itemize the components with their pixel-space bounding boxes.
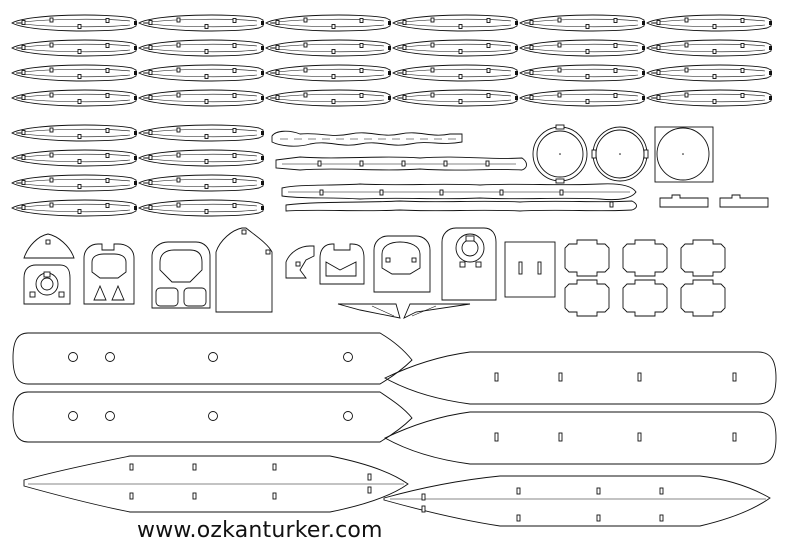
bracket-grid [564, 239, 726, 317]
frame-part-c [151, 241, 211, 309]
rib-grid [11, 14, 773, 107]
small-rib-part-3-2 [138, 174, 265, 192]
square-plate-part [504, 241, 556, 298]
bracket-part-2-1 [564, 279, 610, 317]
rib-part-1-1 [11, 14, 138, 32]
rib-part-4-6 [646, 89, 773, 107]
bracket-part-1-3 [680, 239, 726, 277]
rib-part-3-2 [138, 64, 265, 82]
bracket-part-2-2 [622, 279, 668, 317]
frame-cap-part [23, 233, 75, 259]
rib-part-3-3 [265, 64, 392, 82]
rib-part-4-4 [392, 89, 519, 107]
bracket-part-2-3 [680, 279, 726, 317]
rib-part-2-1 [11, 39, 138, 57]
rib-part-1-6 [646, 14, 773, 32]
small-tab-part-2 [719, 194, 769, 208]
frame-part-f [319, 243, 365, 285]
rib-part-2-2 [138, 39, 265, 57]
rib-part-2-4 [392, 39, 519, 57]
frame-part-d [215, 227, 273, 313]
wavy-strip-lower [281, 183, 637, 212]
rib-part-1-2 [138, 14, 265, 32]
rib-part-3-1 [11, 64, 138, 82]
keel-part-right [383, 475, 771, 527]
hull-panel-right-1 [384, 351, 777, 405]
rib-part-1-5 [519, 14, 646, 32]
rib-part-2-6 [646, 39, 773, 57]
frame-part-g [373, 235, 431, 293]
beam-part [337, 303, 471, 319]
ring-part-2 [591, 126, 649, 182]
small-rib-part-2-1 [11, 149, 138, 167]
small-rib-part-2-2 [138, 149, 265, 167]
website-url[interactable]: www.ozkanturker.com [137, 518, 383, 543]
rib-part-2-3 [265, 39, 392, 57]
ring-part-1 [532, 124, 588, 184]
small-rib-part-1-2 [138, 124, 265, 142]
small-rib-part-1-1 [11, 124, 138, 142]
hull-panel-left-1 [12, 332, 413, 385]
wavy-strip-middle [275, 156, 527, 171]
frame-part-a [23, 264, 71, 305]
frame-part-b [83, 243, 135, 305]
rib-part-4-1 [11, 89, 138, 107]
rib-part-1-4 [392, 14, 519, 32]
rib-part-4-3 [265, 89, 392, 107]
small-rib-grid [11, 124, 265, 217]
small-rib-part-4-1 [11, 199, 138, 217]
ring-part-square [654, 126, 714, 183]
rib-part-2-5 [519, 39, 646, 57]
bracket-part-1-1 [564, 239, 610, 277]
frame-part-e [285, 245, 315, 279]
small-rib-part-3-1 [11, 174, 138, 192]
hull-panel-left-2 [12, 391, 413, 443]
keel-part-left [23, 455, 409, 513]
small-rib-part-4-2 [138, 199, 265, 217]
rib-part-3-6 [646, 64, 773, 82]
rib-part-4-2 [138, 89, 265, 107]
small-tab-part-1 [659, 194, 709, 208]
wavy-strip-top [271, 130, 463, 147]
rib-part-3-4 [392, 64, 519, 82]
hull-panel-right-2 [384, 411, 777, 465]
rib-part-3-5 [519, 64, 646, 82]
bracket-part-1-2 [622, 239, 668, 277]
rib-part-4-5 [519, 89, 646, 107]
frame-part-h [441, 227, 497, 301]
rib-part-1-3 [265, 14, 392, 32]
